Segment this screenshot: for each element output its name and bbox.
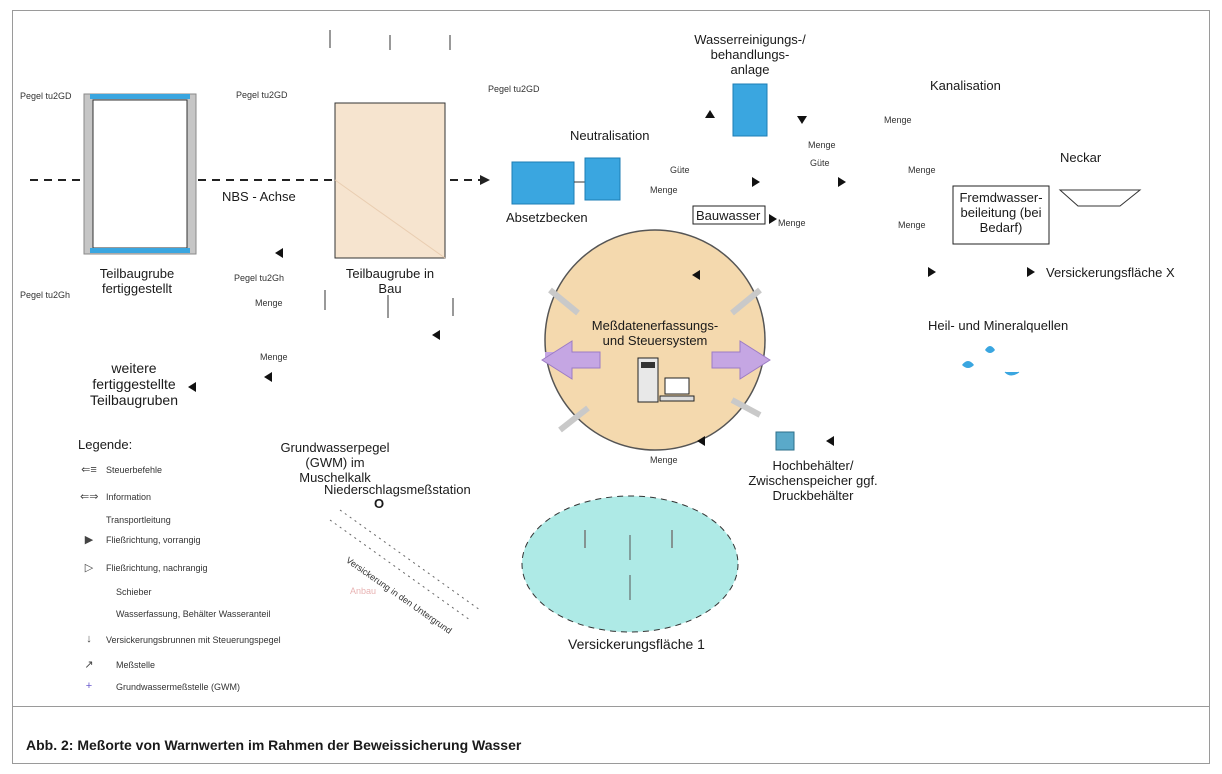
inflow-arrow-ul (548, 287, 580, 316)
pegel-label-left: Pegel tu2GD (20, 91, 72, 101)
computer-monitor-icon (664, 377, 690, 395)
legend-symbol: + (85, 680, 93, 692)
teilbaugrube-bau-label: Teilbaugrube in Bau (345, 266, 435, 296)
nbs-axis-arrow (480, 175, 490, 185)
absetzbecken-box (511, 161, 575, 205)
niederschlag-label: Niederschlagsmeßstation (324, 482, 471, 497)
inflow-arrow-ll (558, 405, 590, 433)
computer-tower-slot (641, 362, 655, 368)
guete-label-2: Güte (810, 158, 830, 168)
diag-dotted-1 (329, 519, 471, 621)
purple-arrow-left (541, 340, 601, 380)
hochbehaelter-box (775, 431, 795, 451)
neutralisation-label: Neutralisation (570, 128, 650, 143)
versickerung-1-label: Versickerungsfläche 1 (568, 636, 705, 652)
legend-item-text: Fließrichtung, vorrangig (106, 535, 201, 545)
legend-item-text: Grundwassermeßstelle (GWM) (116, 682, 241, 692)
pegel-label-mid: Pegel tu2GD (236, 90, 288, 100)
menge-label-1: Menge (255, 298, 283, 308)
flow-arrows (188, 110, 1035, 446)
niederschlag-symbol: O (374, 496, 385, 511)
pegel-label-bottom-mid: Pegel tu2Gh (234, 273, 285, 283)
legend-symbol: ↗ (84, 659, 94, 671)
bauwasser-label: Bauwasser (696, 208, 761, 223)
legend-symbol: ▶ (84, 534, 94, 546)
legend-item-text: Fließrichtung, nachrangig (106, 563, 208, 573)
menge-kanal-label: Menge (884, 115, 912, 125)
menge-label-2: Menge (260, 352, 288, 362)
teilbaugrube-fertig-water-bottom (90, 248, 190, 253)
fremdwasser-label: Fremdwasser- beileitung (bei Bedarf) (959, 190, 1043, 235)
legend-symbol: ↓ (86, 633, 92, 645)
bauwasser-box (692, 205, 766, 225)
messdaten-label: Meßdatenerfassungs- und Steuersystem (591, 318, 719, 348)
versickerung-x-label: Versickerungsfläche X (1046, 265, 1175, 280)
inflow-arrow-lr (730, 397, 762, 418)
inflow-arrow-ur (730, 287, 762, 316)
pegel-label-right: Pegel tu2GD (488, 84, 540, 94)
guete-label-1: Güte (670, 165, 690, 175)
down-arrows-top (324, 30, 673, 548)
mineral-drop-2 (985, 346, 995, 353)
teilbaugrube-fertig-label: Teilbaugrube fertiggestellt (99, 266, 175, 296)
teilbaugrube-bau-diagonal (334, 179, 446, 259)
teilbaugrube-fertig-water-top (90, 94, 190, 99)
computer-tower-icon (637, 357, 659, 403)
menge-label-5: Menge (908, 165, 936, 175)
legend-symbol: ⇐⇒ (80, 491, 99, 503)
teilbaugrube-fertig-inner (92, 99, 188, 249)
purple-arrow-right (711, 340, 771, 380)
menge-label-3: Menge (650, 185, 678, 195)
grundwasserpegel-label: Grundwasserpegel (GWM) im Muschelkalk (280, 440, 390, 485)
mineral-drop-3 (1004, 371, 1020, 376)
legend-item-text: Schieber (116, 587, 152, 597)
menge-label-7: Menge (898, 220, 926, 230)
messdaten-hub-circle (544, 229, 766, 451)
caption-bar (12, 706, 1210, 764)
absetzbecken-label: Absetzbecken (506, 210, 588, 225)
versickerung-1-ellipse (521, 495, 739, 633)
weitere-teilbaugruben-label: weitere fertiggestellte Teilbaugruben (90, 360, 178, 408)
teilbaugrube-bau (334, 102, 446, 259)
legend-symbol: ⇐≡ (81, 464, 97, 476)
legend-item-text: Information (106, 492, 152, 502)
pegel-label-bottom-left: Pegel tu2Gh (20, 290, 71, 300)
wasserreinigung-label: Wasserreinigungs-/ behandlungs- anlage (694, 32, 806, 77)
nbs-achse-label: NBS - Achse (222, 189, 296, 204)
neckar-symbol (1058, 189, 1142, 207)
legend-item-text: Steuerbefehle (106, 465, 163, 475)
legend-item-text: Versickerungsbrunnen mit Steuerungspegel (106, 635, 281, 645)
menge-label-4: Menge (808, 140, 836, 150)
heil-mineral-label: Heil- und Mineralquellen (928, 318, 1069, 333)
kanalisation-label: Kanalisation (930, 78, 1001, 93)
mineral-drop-1 (962, 361, 974, 368)
menge-bottom-label: Menge (650, 455, 678, 465)
legend-item-text: Transportleitung (106, 515, 171, 525)
legend-symbol: ▷ (84, 562, 94, 574)
fremdwasser-box (952, 185, 1050, 245)
computer-keyboard-icon (659, 395, 695, 402)
legend-title: Legende: (78, 437, 133, 452)
menge-label-6: Menge (778, 218, 806, 228)
red-faint-label: Anbau (350, 586, 377, 596)
legend-item-text: Wasserfassung, Behälter Wasseranteil (116, 609, 271, 619)
neckar-label: Neckar (1060, 150, 1102, 165)
wasserreinigung-box (732, 83, 768, 137)
legend-item-text: Meßstelle (116, 660, 156, 670)
neutralisation-box (584, 157, 621, 201)
hochbehaelter-label: Hochbehälter/ Zwischenspeicher ggf. Druc… (748, 458, 878, 503)
figure-caption: Abb. 2: Meßorte von Warnwerten im Rahmen… (26, 737, 522, 753)
